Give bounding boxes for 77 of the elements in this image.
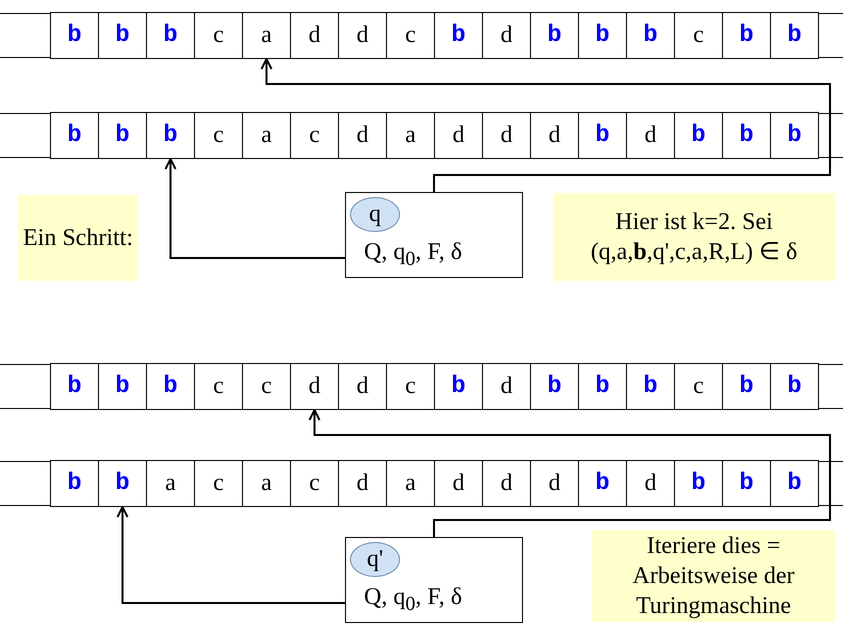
tape-cell: b: [770, 460, 819, 507]
tape-cell: b: [98, 460, 147, 507]
machine-definition-text: Q, q$_{0}$, F, δ: [364, 584, 462, 616]
tape-cell: d: [482, 12, 531, 59]
tape-cell: a: [242, 12, 291, 59]
tape-cell: d: [338, 112, 387, 159]
tape-cell: d: [482, 363, 531, 410]
state-ellipse: q: [350, 197, 400, 232]
tape-cell: b: [98, 12, 147, 59]
tape-cell: d: [626, 112, 675, 159]
tape-cell: c: [290, 112, 339, 159]
tape-cell: d: [338, 363, 387, 410]
state-box: [345, 537, 523, 623]
tape-cell: b: [98, 363, 147, 410]
tape-cell: b: [50, 112, 99, 159]
tape-cell: b: [50, 460, 99, 507]
tape-cell: b: [578, 363, 627, 410]
tape-cell: b: [578, 460, 627, 507]
tape-cell: b: [530, 363, 579, 410]
note-box: Hier ist k=2. Sei (q,a,b,q',c,a,R,L) ∈ δ: [553, 193, 835, 281]
tape-cell: c: [194, 112, 243, 159]
tape-cell: d: [434, 460, 483, 507]
tape-cell: b: [722, 363, 771, 410]
tape-cell: c: [194, 12, 243, 59]
machine-definition-text: Q, q$_{0}$, F, δ: [364, 239, 462, 271]
tape-cell: c: [194, 460, 243, 507]
tape-cell: b: [674, 112, 723, 159]
tape-cell: b: [722, 460, 771, 507]
tape-cell: b: [146, 12, 195, 59]
note-box: Iteriere dies = Arbeitsweise der Turingmaschine: [592, 530, 835, 622]
tape-cell: c: [674, 12, 723, 59]
tape-cell: b: [434, 12, 483, 59]
tape-cell: b: [626, 12, 675, 59]
tape-cell: d: [530, 460, 579, 507]
tape-cell: b: [50, 12, 99, 59]
note-box: Ein Schritt:: [18, 195, 138, 281]
tape-cell: d: [338, 460, 387, 507]
tape-cell: d: [290, 363, 339, 410]
tape-cell: b: [674, 460, 723, 507]
tape-cell: b: [578, 112, 627, 159]
tape-cell: d: [530, 112, 579, 159]
tape-cell: b: [50, 363, 99, 410]
tape-cell: d: [434, 112, 483, 159]
tape-cell: d: [338, 12, 387, 59]
arrow: [308, 409, 831, 537]
tape-cell: a: [146, 460, 195, 507]
tape-cell: d: [626, 460, 675, 507]
tape-cell: a: [242, 112, 291, 159]
tape-cell: c: [674, 363, 723, 410]
tape-cell: d: [482, 112, 531, 159]
tape-cell: b: [146, 112, 195, 159]
tape-cell: d: [482, 460, 531, 507]
tape-cell: c: [386, 363, 435, 410]
tape-cell: b: [578, 12, 627, 59]
tape-cell: b: [770, 12, 819, 59]
tape-cell: c: [242, 363, 291, 410]
tape-cell: a: [386, 460, 435, 507]
tape-cell: c: [290, 460, 339, 507]
tape-cell: b: [770, 363, 819, 410]
arrow: [164, 158, 345, 259]
state-box: [345, 192, 523, 278]
tape-cell: b: [98, 112, 147, 159]
tape-cell: a: [242, 460, 291, 507]
tape-cell: b: [722, 112, 771, 159]
tape-cell: b: [530, 12, 579, 59]
tape-cell: c: [386, 12, 435, 59]
tape-cell: a: [386, 112, 435, 159]
tape-cell: b: [626, 363, 675, 410]
state-ellipse: q': [350, 542, 400, 577]
tape-cell: b: [434, 363, 483, 410]
arrow: [116, 506, 345, 604]
tape-cell: c: [194, 363, 243, 410]
tape-cell: b: [722, 12, 771, 59]
tape-cell: b: [146, 363, 195, 410]
arrow: [260, 58, 831, 192]
tape-cell: b: [770, 112, 819, 159]
tape-cell: d: [290, 12, 339, 59]
